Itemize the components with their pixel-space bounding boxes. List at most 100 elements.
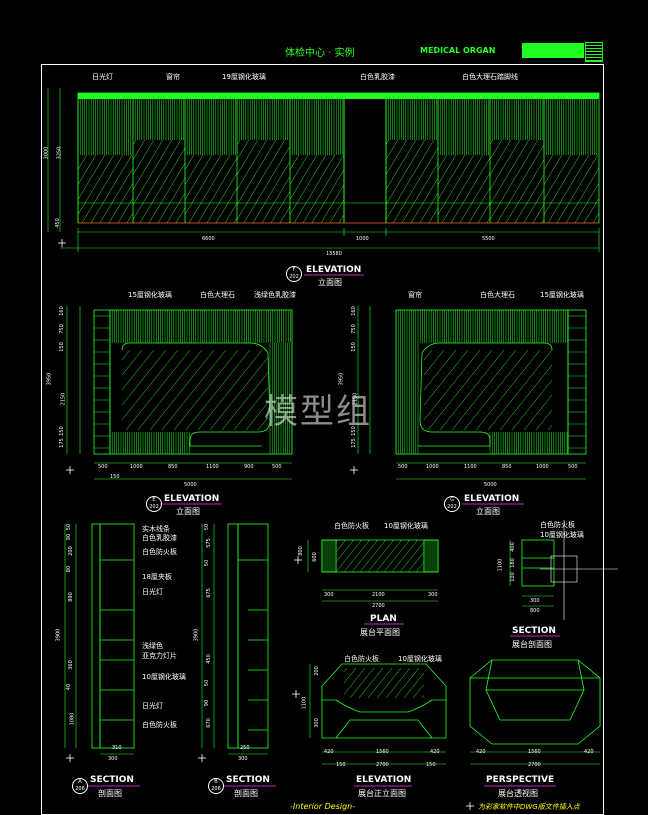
hatch-line	[592, 212, 600, 224]
hatch-line	[437, 154, 457, 185]
hatch-line	[385, 667, 411, 699]
hatch-line	[148, 162, 186, 224]
title-block-grid	[585, 42, 603, 62]
plan-title: PLAN	[370, 614, 397, 624]
main-left-dim-2: 3250	[56, 146, 63, 160]
main-left-dim-3: 450	[54, 218, 61, 228]
hatch-line	[121, 349, 167, 406]
plan-dim-lines	[307, 540, 438, 602]
hatch-line	[261, 176, 291, 224]
main-elevation-label-2: 窗帘	[166, 73, 180, 81]
small-section-left-dim-1: 400	[509, 542, 516, 552]
section-a-label-4: 18厘夹板	[142, 573, 172, 581]
hatch-line	[399, 541, 425, 573]
hatch-line	[489, 139, 512, 175]
elev-g-dim-6: 500	[568, 464, 578, 470]
hatch-line	[486, 217, 491, 224]
elev-g-dim-3: 1100	[464, 464, 477, 470]
hatch-line	[437, 154, 466, 200]
section-b-dim-lines	[201, 524, 268, 755]
perspective-dim-lines	[470, 751, 600, 765]
section-b-left-dim-1: 50	[204, 523, 211, 531]
crosses	[58, 239, 474, 810]
section-a-left-dim-6: 3900	[55, 628, 62, 642]
elev-g-left-dim-2: 750	[350, 324, 357, 334]
elev-g-dim-1: 500	[398, 464, 408, 470]
perspective-dim-1: 420	[476, 749, 486, 755]
main-elevation-label-3: 19厘钢化玻璃	[222, 73, 266, 81]
hatch-line	[423, 349, 445, 376]
elev-g-left-dim-4: 3950	[338, 372, 345, 386]
hatch-line	[514, 174, 545, 224]
hatch-line	[358, 667, 384, 699]
hatch-line	[209, 357, 269, 431]
hatch-line	[343, 667, 366, 695]
hatch-line	[359, 539, 386, 573]
stand-left-dim-2: 1100	[301, 696, 308, 710]
hatch-line	[184, 154, 204, 185]
hatch-line	[175, 207, 186, 224]
hatch-line	[351, 539, 378, 573]
small-section-dim-2: 800	[530, 608, 540, 614]
section-b-left-dim-6: 450	[205, 654, 212, 664]
elev-e-dim-4: 1100	[206, 464, 219, 470]
elev-g-dim-4: 850	[502, 464, 512, 470]
hatch-line	[311, 169, 345, 224]
section-a-left-dim-2: 90	[66, 533, 73, 541]
hatch-line	[166, 192, 186, 224]
main-elevation-subtitle: 立面图	[318, 278, 342, 287]
hatch-line	[391, 539, 418, 573]
hatch-line	[439, 349, 505, 431]
section-a-label-7: 亚克力灯片	[142, 652, 177, 660]
hatch-line	[383, 539, 410, 573]
elev-e-label-1: 15厘钢化玻璃	[128, 291, 172, 299]
hatch-line	[410, 177, 439, 224]
hatch-line	[320, 184, 345, 224]
title-underlines	[88, 274, 560, 787]
elev-g-left-dim-6: 150	[350, 426, 357, 436]
hatch-line	[401, 162, 439, 224]
hatch-line	[415, 561, 425, 573]
main-dim-total: 13580	[326, 251, 342, 257]
elev-g-left-dim-5: 2150	[352, 392, 359, 406]
elev-g-subtitle: 立面图	[476, 507, 500, 516]
elev-g-dim-2: 1000	[426, 464, 439, 470]
hatch-line	[367, 539, 394, 573]
main-elevation-title: ELEVATION	[306, 265, 362, 275]
hatch-line	[289, 154, 300, 170]
hatch-line	[437, 154, 448, 170]
section-a-label-10: 白色防火板	[142, 721, 177, 729]
hatch-line	[349, 667, 375, 699]
hatch-line	[392, 147, 439, 224]
hatch-line	[419, 192, 439, 224]
hatch-line	[423, 349, 481, 421]
hatch-line	[556, 154, 599, 224]
drawing-title: 体检中心 · 实例	[285, 48, 355, 59]
elev-e-label-2: 白色大理石	[200, 291, 235, 299]
stand-dim-4: 150	[336, 762, 346, 768]
stand-dim-3: 420	[430, 749, 440, 755]
hatch-line	[132, 139, 155, 175]
hatch-line	[293, 154, 336, 224]
section-a-left-dim-9: 1080	[69, 712, 76, 726]
footer-right: 为彩家软件中DWG版文件插入点	[478, 803, 580, 811]
plan-dim-total: 2700	[372, 603, 385, 609]
hatch-line	[252, 161, 291, 224]
hatch-line	[547, 154, 590, 224]
section-b-left-dim-7: 50	[204, 679, 211, 687]
hatch-line	[184, 154, 222, 215]
hatch-line	[121, 349, 131, 361]
hatch-line	[137, 349, 203, 431]
title-block-green	[522, 43, 584, 58]
section-b-bottom-dim-1: 250	[240, 745, 250, 751]
hatch-line	[77, 154, 106, 200]
hatch-line	[450, 157, 491, 224]
hatch-line	[367, 667, 393, 699]
hatch-line	[451, 349, 517, 431]
hatch-line	[421, 695, 425, 699]
hatch-line	[197, 157, 238, 224]
